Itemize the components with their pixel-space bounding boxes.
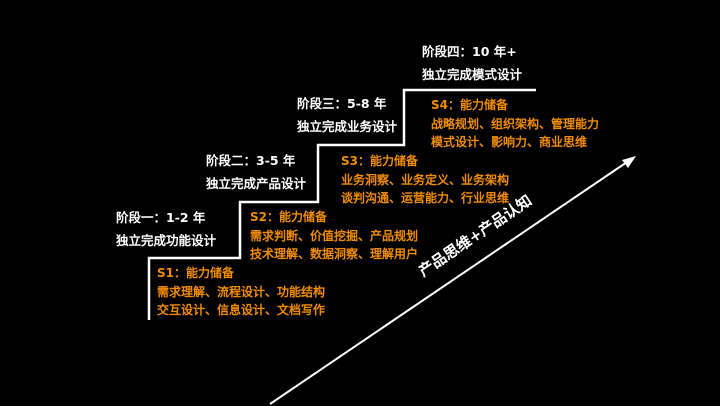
stage-desc: 独立完成业务设计	[297, 119, 398, 134]
stage-3: 阶段三：5-8 年独立完成业务设计	[297, 92, 397, 138]
skills-line: 交互设计、信息设计、文档写作	[157, 303, 326, 317]
stage-desc: 独立完成功能设计	[116, 233, 217, 248]
skills-line: 谈判沟通、运营能力、行业思维	[341, 191, 510, 205]
skills-line: 业务洞察、业务定义、业务架构	[341, 172, 510, 187]
skills-head: S1：能力储备	[157, 266, 234, 280]
stage-title: 阶段二：3-5 年	[206, 153, 296, 168]
skills-head: S3：能力储备	[341, 154, 418, 168]
growth-arrow-line	[269, 159, 631, 405]
skills-head: S2：能力储备	[250, 210, 327, 224]
skills-s2: S2：能力储备需求判断、价值挖掘、产品规划技术理解、数据洞察、理解用户	[250, 208, 418, 264]
skills-s3: S3：能力储备业务洞察、业务定义、业务架构谈判沟通、运营能力、行业思维	[341, 152, 509, 208]
skills-head: S4：能力储备	[431, 98, 508, 112]
skills-s1: S1：能力储备需求理解、流程设计、功能结构交互设计、信息设计、文档写作	[157, 264, 325, 320]
stage-title: 阶段三：5-8 年	[297, 96, 387, 111]
stage-1: 阶段一：1-2 年独立完成功能设计	[116, 206, 216, 252]
stage-desc: 独立完成产品设计	[206, 176, 307, 191]
stage-2: 阶段二：3-5 年独立完成产品设计	[206, 149, 306, 195]
stage-desc: 独立完成模式设计	[422, 67, 523, 82]
skills-line: 需求理解、流程设计、功能结构	[157, 284, 326, 299]
skills-line: 战略规划、组织架构、管理能力	[431, 116, 600, 131]
skills-line: 模式设计、影响力、商业思维	[431, 135, 588, 149]
skills-s4: S4：能力储备战略规划、组织架构、管理能力模式设计、影响力、商业思维	[431, 96, 599, 152]
arrow-head-icon	[622, 156, 636, 168]
staircase-line	[147, 88, 536, 320]
stage-4: 阶段四：10 年+ 独立完成模式设计	[422, 40, 522, 86]
stage-title: 阶段一：1-2 年	[116, 210, 206, 225]
skills-line: 需求判断、价值挖掘、产品规划	[250, 228, 419, 243]
skills-line: 技术理解、数据洞察、理解用户	[250, 247, 419, 261]
stage-title: 阶段四：10 年+	[422, 44, 517, 59]
